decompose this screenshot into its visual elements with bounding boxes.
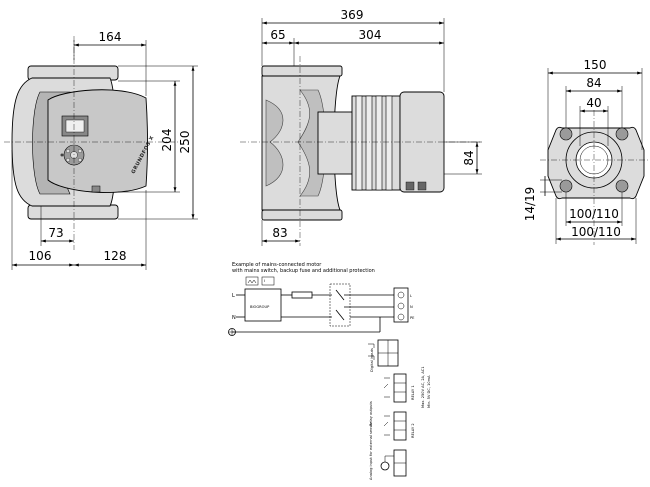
- dim-84: 84: [462, 150, 476, 165]
- front-bottom-flange: [27, 204, 119, 220]
- dim-106: 106: [29, 249, 52, 263]
- dim-204: 204: [160, 129, 174, 152]
- label-L: L: [232, 293, 235, 299]
- relay-spec-2: Min. 5V DC, 10mA: [427, 375, 431, 408]
- dim-100-110-outer: 100/110: [571, 225, 621, 239]
- terminal-L: L: [410, 294, 412, 298]
- relay-outputs-label: Relay outputs: [369, 401, 373, 426]
- dim-164: 164: [99, 30, 122, 44]
- terminal-N: N: [410, 305, 413, 309]
- wiring-title-1: Example of mains-connected motor: [232, 262, 322, 268]
- label-N: N: [232, 315, 236, 321]
- front-control-head: [47, 89, 148, 193]
- dim-100-110-inner: 100/110: [569, 207, 619, 221]
- dim-150: 150: [584, 58, 607, 72]
- relay2-label: RELAY 2: [411, 423, 415, 438]
- wiring-left-box: [244, 288, 282, 322]
- dim-14-19: 14/19: [523, 187, 537, 222]
- dim-83: 83: [272, 226, 287, 240]
- sensor-icon: [380, 461, 390, 471]
- relay2-block: [393, 411, 407, 441]
- wiring-title-2: with mains switch, backup fuse and addit…: [232, 268, 375, 274]
- dim-73: 73: [48, 226, 63, 240]
- wiring-fuse: [291, 291, 313, 299]
- dim-250: 250: [178, 131, 192, 154]
- dim-84-flange: 84: [586, 76, 601, 90]
- dim-65: 65: [270, 28, 285, 42]
- wiring-diagram: Example of mains-connected motor with ma…: [228, 262, 431, 480]
- digital-inputs-label: Digital inputs: [370, 348, 374, 372]
- relay-spec-1: Max. 250V AC, 2A, AC1: [421, 366, 425, 408]
- relay1-block: [393, 373, 407, 403]
- terminal-PE: PE: [410, 316, 415, 320]
- front-view: GRUNDFOS X 164 204 250 73 106 128: [4, 30, 198, 270]
- dim-40: 40: [586, 96, 601, 110]
- flange-view: 150 84 40 14/19 100/110 100/110: [523, 58, 650, 245]
- analog-input-label: Analog input for external sensor: [369, 422, 373, 480]
- dim-304: 304: [359, 28, 382, 42]
- flange-bolt-holes: [559, 127, 629, 193]
- svg-text:I: I: [264, 279, 265, 283]
- side-view: 369 65 304 84 83: [240, 8, 482, 246]
- wiring-box-label: BIOGROUP: [250, 305, 270, 309]
- dim-128: 128: [104, 249, 127, 263]
- relay1-label: RELAY 1: [411, 385, 415, 400]
- dim-369: 369: [341, 8, 364, 22]
